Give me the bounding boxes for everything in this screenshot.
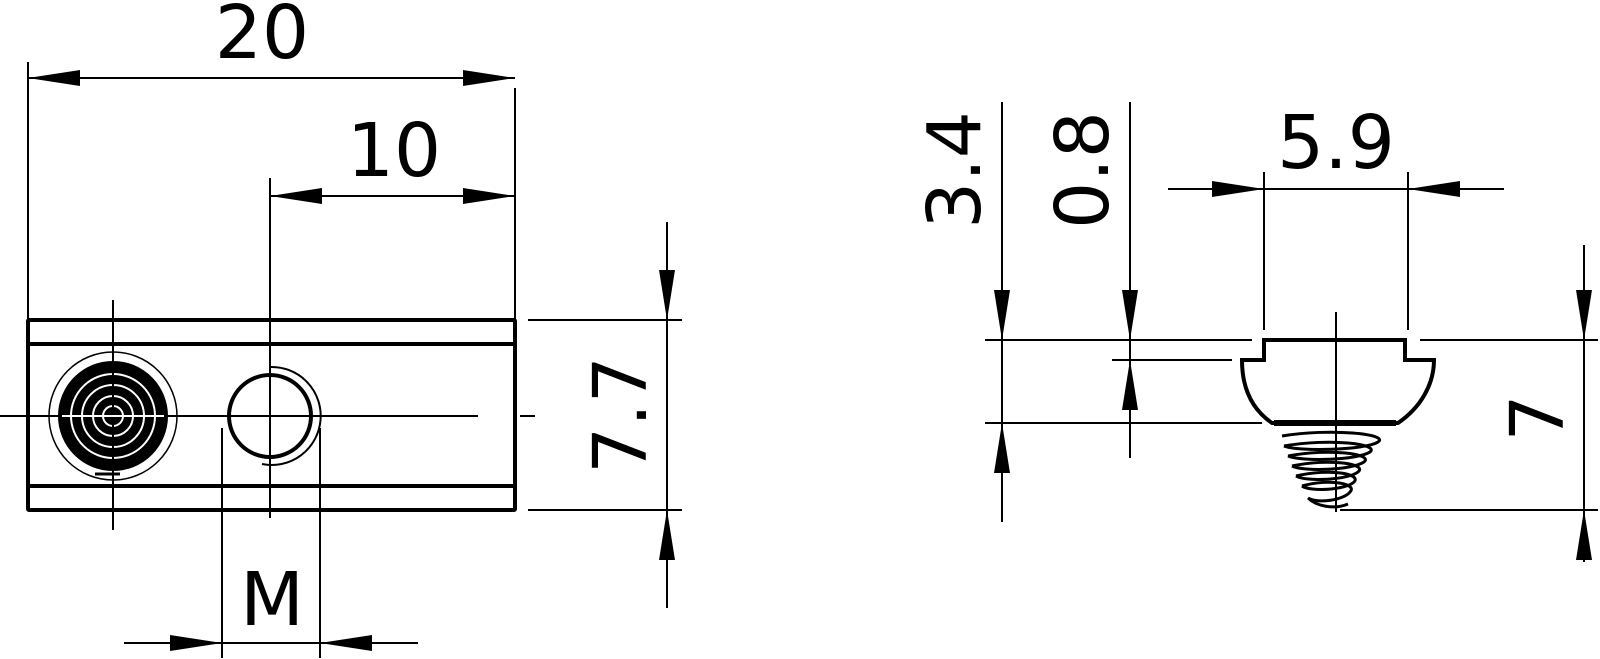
dim-collar-height: 3.4 xyxy=(912,102,1010,522)
dim-step-height-label: 0.8 xyxy=(1040,111,1126,229)
threaded-hole xyxy=(227,178,322,518)
dim-hole-offset-label: 10 xyxy=(347,108,441,194)
dim-overall-length: 20 xyxy=(28,0,515,86)
dim-height: 7.7 xyxy=(528,222,682,608)
dim-total-height: 7 xyxy=(1495,245,1592,562)
screw-head-outline xyxy=(1239,338,1437,425)
screw-thread xyxy=(1281,430,1382,509)
side-view: 5.9 3.4 0.8 7 xyxy=(912,100,1598,562)
dim-thread-label: M xyxy=(240,557,304,643)
dim-step-height: 0.8 xyxy=(1040,102,1138,458)
dim-height-label: 7.7 xyxy=(578,356,664,474)
dim-collar-height-label: 3.4 xyxy=(912,111,998,229)
dim-head-width: 5.9 xyxy=(1168,100,1504,197)
dim-head-width-label: 5.9 xyxy=(1277,100,1395,186)
threaded-insert xyxy=(0,300,220,530)
dim-overall-length-label: 20 xyxy=(215,0,309,76)
dim-hole-offset: 10 xyxy=(270,108,515,204)
top-view: 20 10 7.7 M xyxy=(0,0,682,658)
dim-thread: M xyxy=(124,428,418,658)
dim-total-height-label: 7 xyxy=(1495,394,1581,441)
